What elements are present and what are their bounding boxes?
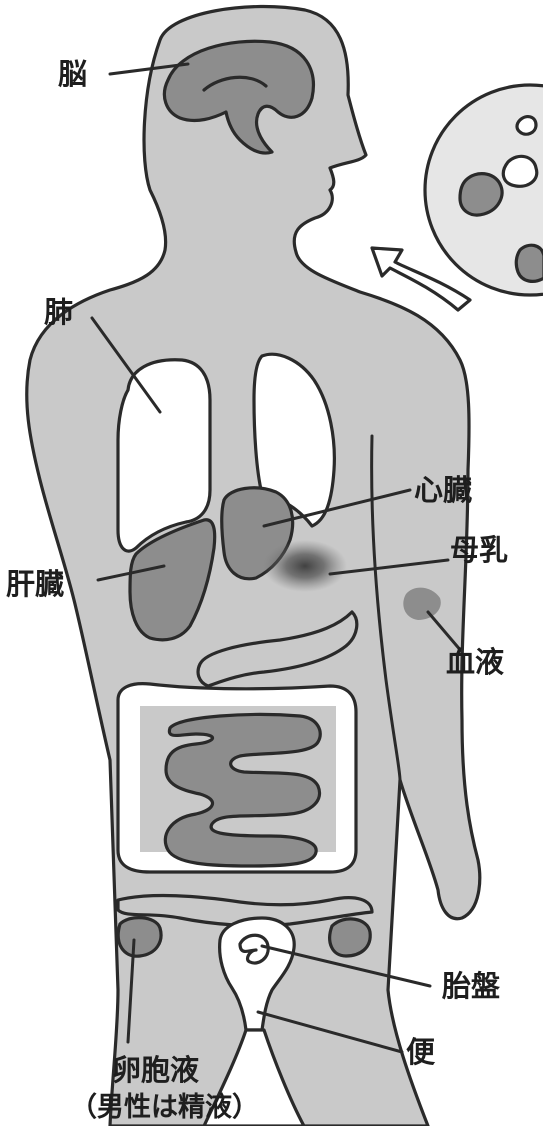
magnified-cell-dark xyxy=(460,174,502,215)
left-ovary xyxy=(118,918,161,957)
label-lungs: 肺 xyxy=(44,295,73,329)
label-follicular-fluid: 卵胞液 xyxy=(112,1053,199,1087)
magnified-cell-dark xyxy=(516,245,543,281)
label-brain: 脳 xyxy=(58,57,87,91)
magnified-circle xyxy=(425,85,543,295)
magnified-cell-white xyxy=(517,117,536,135)
magnified-cell-white xyxy=(503,156,536,186)
label-breast-milk: 母乳 xyxy=(450,533,508,567)
label-blood: 血液 xyxy=(446,645,504,679)
label-liver: 肝臓 xyxy=(6,567,64,601)
breast-milk-spot xyxy=(263,540,347,592)
right-ovary xyxy=(330,919,371,956)
label-placenta: 胎盤 xyxy=(442,969,501,1003)
label-semen-note: （男性は精液） xyxy=(70,1092,259,1123)
label-heart: 心臓 xyxy=(414,473,472,507)
label-stool: 便 xyxy=(406,1035,436,1069)
